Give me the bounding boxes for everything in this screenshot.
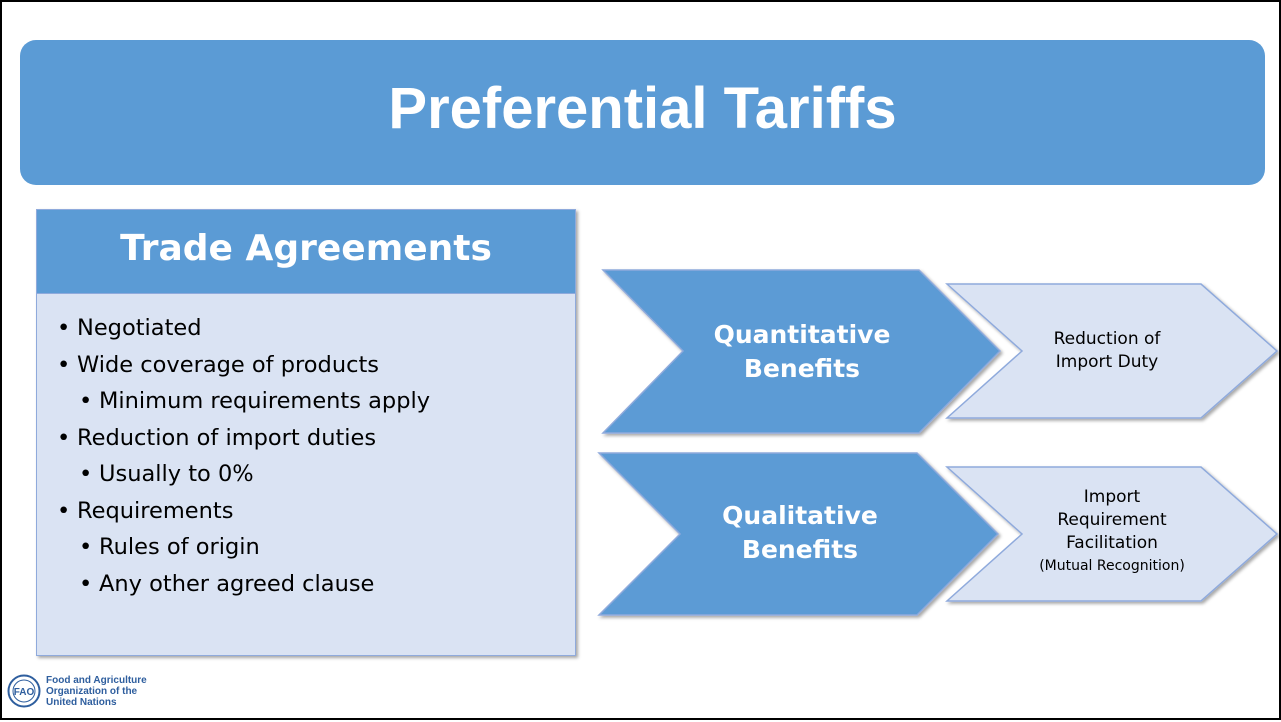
list-item: •Usually to 0% <box>79 461 254 487</box>
slide-title: Preferential Tariffs <box>388 76 897 141</box>
list-item: •Rules of origin <box>79 534 260 560</box>
quantitative-chevron <box>601 269 1002 434</box>
trade-agreements-panel: Trade Agreements •Negotiated •Wide cover… <box>36 209 576 656</box>
list-item: •Any other agreed clause <box>79 570 375 597</box>
list-item: •Reduction of import duties <box>57 424 377 451</box>
list-item: •Requirements <box>57 497 234 524</box>
quantitative-benefits-label: Quantitative Benefits <box>713 320 891 383</box>
fao-logo: FAO Food and Agriculture Organization of… <box>7 674 147 708</box>
reduction-import-duty-label: Reduction of Import Duty <box>1053 329 1161 372</box>
list-item: •Wide coverage of products <box>57 351 379 378</box>
trade-agreements-title: Trade Agreements <box>120 228 492 269</box>
facilitation-chevron <box>945 466 1279 602</box>
trade-agreements-header: Trade Agreements <box>37 210 575 294</box>
qualitative-benefits-label: Qualitative Benefits <box>722 501 878 564</box>
qualitative-chevron <box>597 452 1000 616</box>
trade-agreements-list: •Negotiated •Wide coverage of products •… <box>57 310 430 602</box>
list-item: •Minimum requirements apply <box>79 388 431 414</box>
fao-emblem-icon: FAO <box>7 674 41 708</box>
fao-logo-text: Food and Agriculture Organization of the… <box>46 674 147 708</box>
import-duty-chevron <box>945 283 1279 419</box>
title-banner: Preferential Tariffs <box>20 40 1265 185</box>
import-requirement-facilitation-label: Import Requirement Facilitation (Mutual … <box>1039 487 1185 574</box>
svg-text:FAO: FAO <box>14 687 35 698</box>
list-item: •Negotiated <box>57 315 202 341</box>
